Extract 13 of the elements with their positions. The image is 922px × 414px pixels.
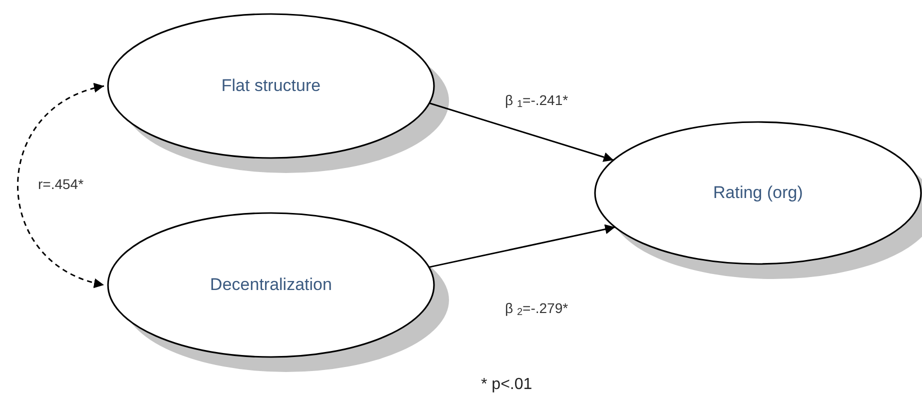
arrow bbox=[428, 224, 616, 268]
edge-label: r=.454* bbox=[38, 176, 84, 192]
ellipse-node bbox=[107, 13, 450, 174]
arrow bbox=[17, 84, 104, 287]
ellipse-node bbox=[107, 212, 450, 373]
edge-label: β $_{2}$=-.279* bbox=[505, 300, 568, 318]
arrow bbox=[429, 102, 614, 162]
edge-label: β $_{1}$=-.241* bbox=[505, 92, 568, 110]
node-label: Flat structure bbox=[221, 76, 321, 96]
node-label: Decentralization bbox=[210, 275, 332, 295]
node-label: Rating (org) bbox=[713, 183, 803, 203]
ellipse-node bbox=[594, 121, 922, 280]
note-text: * p<.01 bbox=[481, 376, 532, 394]
